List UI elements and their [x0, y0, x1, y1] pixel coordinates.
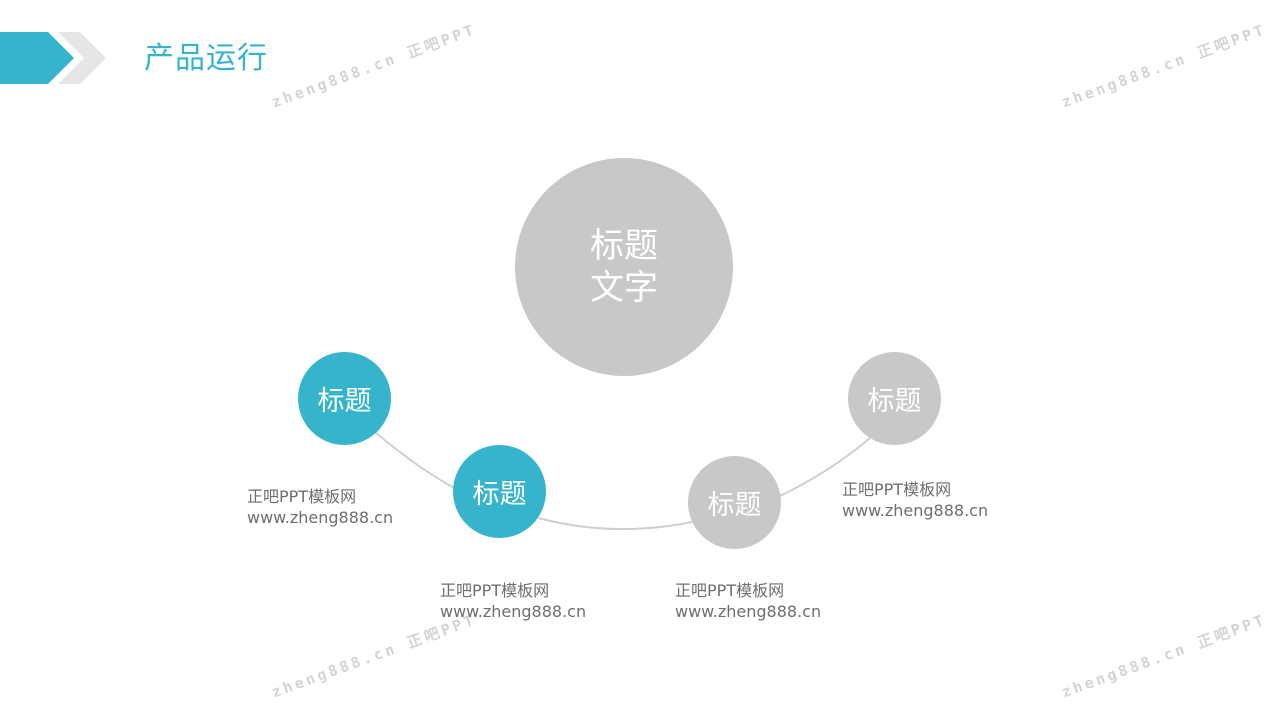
- center-title-line1: 标题: [590, 226, 658, 266]
- caption-link: www.zheng888.cn: [842, 501, 989, 520]
- caption-line: 正吧PPT模板网: [247, 487, 357, 506]
- header-arrow-decoration: [0, 32, 106, 84]
- node-caption-4: 正吧PPT模板网 www.zheng888.cn: [842, 479, 988, 521]
- caption-line: 正吧PPT模板网: [842, 480, 952, 499]
- node-label: 标题: [472, 479, 527, 510]
- node-circle-2: 标题: [453, 445, 546, 538]
- node-circle-1: 标题: [298, 352, 391, 445]
- caption-link: www.zheng888.cn: [247, 508, 394, 527]
- node-caption-2: 正吧PPT模板网 www.zheng888.cn: [440, 580, 586, 622]
- node-label: 标题: [867, 386, 922, 417]
- center-title-circle: 标题 文字: [515, 158, 733, 376]
- page-title: 产品运行: [144, 41, 268, 76]
- node-caption-1: 正吧PPT模板网 www.zheng888.cn: [247, 486, 393, 528]
- caption-line: 正吧PPT模板网: [440, 581, 550, 600]
- node-label: 标题: [317, 386, 372, 417]
- node-label: 标题: [707, 490, 762, 521]
- caption-line: 正吧PPT模板网: [675, 581, 785, 600]
- node-circle-3: 标题: [688, 456, 781, 549]
- node-caption-3: 正吧PPT模板网 www.zheng888.cn: [675, 580, 821, 622]
- caption-link: www.zheng888.cn: [675, 602, 822, 621]
- caption-link: www.zheng888.cn: [440, 602, 587, 621]
- center-title-line2: 文字: [590, 268, 658, 308]
- node-circle-4: 标题: [848, 352, 941, 445]
